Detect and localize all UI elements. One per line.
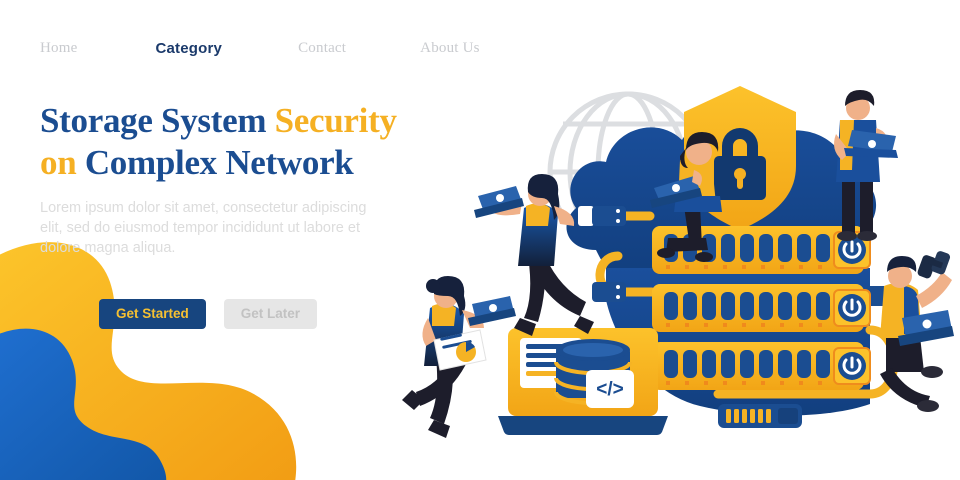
code-badge: </> <box>586 370 634 408</box>
code-badge-text: </> <box>596 379 623 400</box>
report-document-icon <box>433 329 487 371</box>
blob-shapes-svg <box>0 242 297 480</box>
padlock-icon <box>714 128 766 200</box>
woman-walking-with-laptop <box>474 174 594 336</box>
nav-item-contact[interactable]: Contact <box>298 40 347 56</box>
headline-part-security: Security <box>274 101 397 140</box>
man-with-binoculars-and-laptop <box>880 251 954 412</box>
main-navigation: Home Category Contact About Us <box>40 40 480 57</box>
woman-walking-with-report <box>402 276 516 438</box>
cta-button-row: Get Started Get Later <box>99 299 318 329</box>
man-standing-with-laptop <box>834 90 898 241</box>
nav-item-about-us[interactable]: About Us <box>420 40 480 56</box>
illustration-svg: </> <box>402 86 954 438</box>
laptop-icon: </> <box>498 328 668 435</box>
blue-blob <box>0 328 167 480</box>
yellow-blob <box>0 242 297 480</box>
get-started-button[interactable]: Get Started <box>99 299 206 329</box>
woman-sitting-on-cloud-with-laptop <box>650 132 722 262</box>
page-title: Storage System Security on Complex Netwo… <box>40 100 510 184</box>
nav-item-category[interactable]: Category <box>155 40 223 57</box>
headline-part-storage-system: Storage System <box>40 101 275 140</box>
headline-part-complex-network: Complex Network <box>84 143 354 182</box>
get-later-button[interactable]: Get Later <box>223 299 318 329</box>
background-blobs <box>0 220 340 480</box>
hero-illustration: </> <box>400 0 960 480</box>
hero-section: Storage System Security on Complex Netwo… <box>40 100 510 258</box>
nav-item-home[interactable]: Home <box>40 40 78 56</box>
server-unit-2 <box>652 284 871 332</box>
network-switch-icon <box>718 404 802 428</box>
server-unit-3 <box>652 342 871 390</box>
hero-paragraph: Lorem ipsum dolor sit amet, consectetur … <box>40 200 367 256</box>
binoculars-icon <box>917 251 951 279</box>
headline-part-on: on <box>40 143 85 182</box>
